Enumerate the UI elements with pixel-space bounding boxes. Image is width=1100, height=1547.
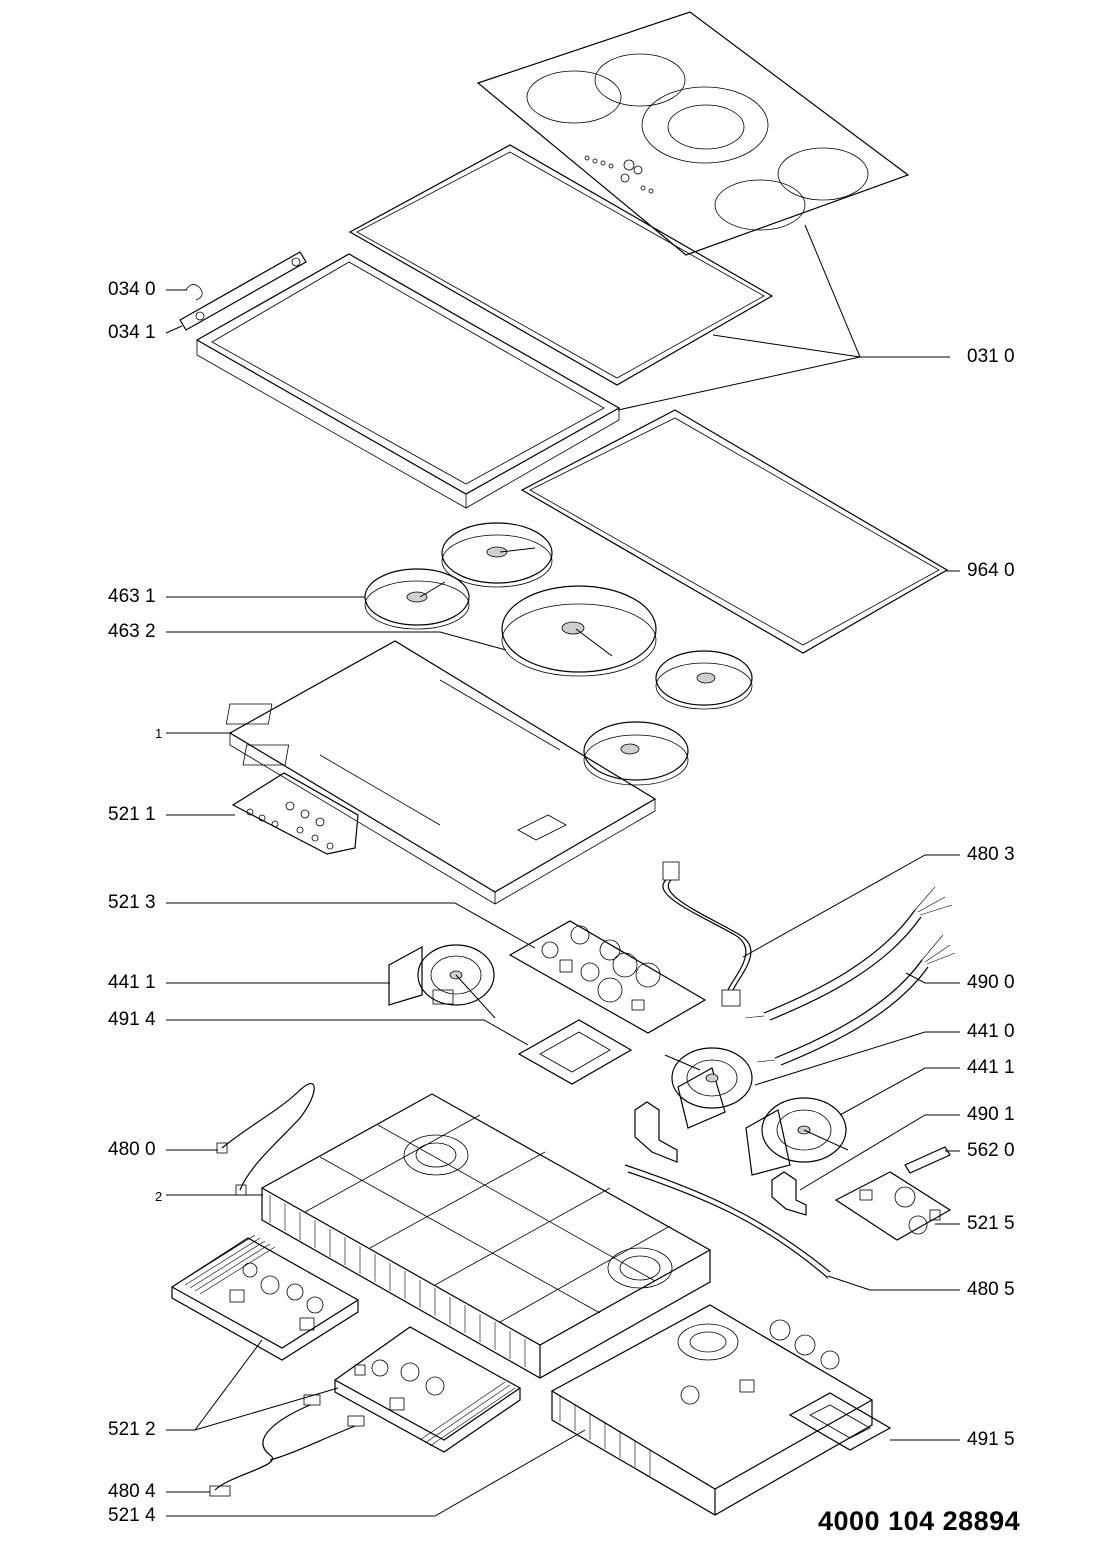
cable-490-0 bbox=[744, 886, 956, 1066]
label-031-0: 031 0 bbox=[967, 346, 1015, 367]
board-521-2-middle bbox=[333, 1326, 522, 1453]
board-assembly-521-4 bbox=[550, 1304, 874, 1516]
fuse-562-0 bbox=[904, 1146, 951, 1174]
cable-480-4 bbox=[209, 1394, 365, 1497]
leader-lines bbox=[165, 224, 960, 1517]
filter-board-521-5 bbox=[834, 1171, 952, 1241]
module-491-4 bbox=[517, 1019, 633, 1085]
label-480-4: 480 4 bbox=[108, 1481, 156, 1502]
power-board-521-3 bbox=[508, 920, 707, 1034]
label-964-0: 964 0 bbox=[967, 560, 1015, 581]
cable-480-0 bbox=[216, 1083, 315, 1196]
fan-441-1-right bbox=[745, 1097, 849, 1176]
label-491-4: 491 4 bbox=[108, 1009, 156, 1030]
label-480-3: 480 3 bbox=[967, 844, 1015, 865]
seal-frame-part bbox=[348, 144, 774, 386]
label-441-1-left: 441 1 bbox=[108, 972, 156, 993]
label-521-2: 521 2 bbox=[108, 1419, 156, 1440]
label-521-5: 521 5 bbox=[967, 1213, 1015, 1234]
label-491-5: 491 5 bbox=[967, 1429, 1015, 1450]
coil-463-2 bbox=[501, 585, 657, 677]
outer-frame-part bbox=[179, 251, 621, 509]
label-463-2: 463 2 bbox=[108, 621, 156, 642]
glass-top-part bbox=[476, 11, 910, 256]
module-491-5 bbox=[788, 1392, 892, 1451]
label-2: 2 bbox=[155, 1189, 163, 1204]
label-490-1: 490 1 bbox=[967, 1104, 1015, 1125]
label-480-5: 480 5 bbox=[967, 1279, 1015, 1300]
label-441-0: 441 0 bbox=[967, 1021, 1015, 1042]
board-521-2-left bbox=[170, 1234, 360, 1361]
label-490-0: 490 0 bbox=[967, 972, 1015, 993]
coil-right bbox=[655, 650, 753, 710]
fan-441-1-left bbox=[388, 944, 496, 1019]
bottom-housing-part bbox=[260, 1093, 712, 1379]
label-480-0: 480 0 bbox=[108, 1139, 156, 1160]
label-521-3: 521 3 bbox=[108, 892, 156, 913]
label-463-1: 463 1 bbox=[108, 586, 156, 607]
label-441-1-right: 441 1 bbox=[967, 1057, 1015, 1078]
label-562-0: 562 0 bbox=[967, 1140, 1015, 1161]
label-521-1: 521 1 bbox=[108, 804, 156, 825]
coil-top bbox=[441, 522, 553, 588]
label-034-1: 034 1 bbox=[108, 322, 156, 343]
support-plate-part bbox=[225, 640, 657, 905]
label-521-4: 521 4 bbox=[108, 1505, 156, 1526]
control-board-521-1 bbox=[231, 772, 359, 855]
fan-441-0 bbox=[664, 1047, 753, 1129]
gasket-part bbox=[520, 409, 949, 654]
coil-bottom bbox=[583, 721, 689, 786]
document-number: 4000 104 28894 bbox=[818, 1506, 1021, 1536]
cable-480-3 bbox=[662, 861, 752, 1007]
cable-480-5 bbox=[624, 1164, 831, 1279]
label-034-0: 034 0 bbox=[108, 279, 156, 300]
bracket-pieces bbox=[634, 1101, 807, 1216]
label-1: 1 bbox=[155, 726, 163, 741]
coil-463-1 bbox=[364, 568, 470, 630]
